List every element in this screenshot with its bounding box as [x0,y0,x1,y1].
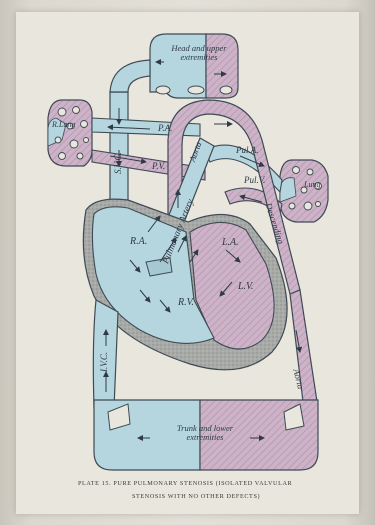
plate-caption-line2: STENOSIS WITH NO OTHER DEFECTS) [132,494,260,500]
right-lung-label: R.Lung [52,121,75,129]
head-capillary-hole [220,86,232,94]
pa-right-label: P.A. [158,124,172,133]
ivc-label: I.V.C. [100,352,109,372]
left-ventricle-label: L.V. [238,282,253,292]
pv-right-label: P.V. [152,162,165,171]
head-capillary-hole [156,86,170,94]
svc-label: S.V.C. [114,152,123,174]
right-ventricle-label: R.V. [178,298,194,308]
left-lung-label: Lung [304,181,320,189]
right-atrium-label: R.A. [130,237,147,247]
trunk-label: Trunk and lower extremities [168,424,242,442]
head-label: Head and upper extremities [164,44,234,62]
head-capillary-hole [188,86,204,94]
descending-aorta [290,290,318,410]
plate-caption-line1: PLATE 15. PURE PULMONARY STENOSIS (ISOLA… [78,481,292,487]
pv-left-label: Pul.V. [244,176,265,185]
head-to-svc-vessel [110,60,150,92]
pa-left-label: Pul.A. [236,146,259,155]
left-atrium-label: L.A. [222,238,239,248]
